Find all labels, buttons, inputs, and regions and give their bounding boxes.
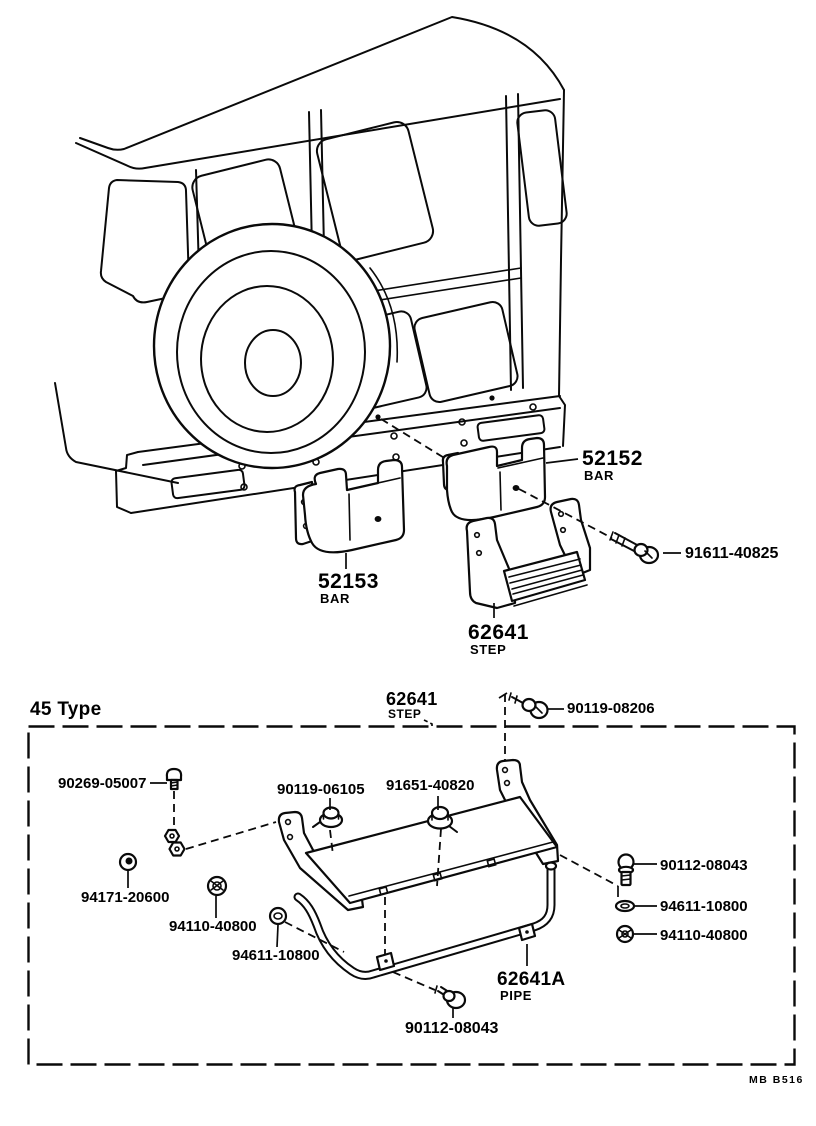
part-label-94611-10800-right: 94611-10800 bbox=[660, 898, 748, 915]
part-sublabel-step-upper: STEP bbox=[470, 642, 507, 657]
type-45-boundary-box bbox=[27, 725, 796, 1066]
part-label-62641a: 62641A bbox=[497, 969, 566, 990]
upper-dashed-lines bbox=[380, 418, 613, 539]
pipe-clamp bbox=[375, 922, 537, 972]
bolt-icon-90112-08043-right bbox=[617, 853, 635, 887]
spare-tire bbox=[152, 222, 399, 470]
section-title-45-type: 45 Type bbox=[30, 699, 102, 720]
part-label-91611-40825: 91611-40825 bbox=[685, 545, 779, 562]
bolt-icon-91651-40820 bbox=[426, 805, 458, 833]
washer-icon-94611-10800-right bbox=[614, 899, 636, 913]
part-label-94110-40800-left: 94110-40800 bbox=[169, 918, 257, 935]
bolt-icon-90112-08043-bottom bbox=[434, 985, 467, 1010]
part-label-94110-40800-right: 94110-40800 bbox=[660, 927, 748, 944]
step-assembly-45type bbox=[277, 758, 560, 912]
washer-icon-94611-10800-left bbox=[268, 906, 288, 926]
part-label-94611-10800-left: 94611-10800 bbox=[232, 947, 320, 964]
page-code: MB B516 bbox=[749, 1074, 804, 1086]
part-label-52152: 52152 bbox=[582, 447, 643, 470]
part-sublabel-pipe: PIPE bbox=[500, 988, 533, 1003]
part-label-62641-upper: 62641 bbox=[468, 621, 529, 644]
washer-icon-94110-40800-right bbox=[615, 924, 635, 944]
part-sublabel-step-box: STEP bbox=[388, 707, 422, 721]
bar-bracket-52152 bbox=[441, 436, 547, 522]
pipe-62641a-art bbox=[293, 861, 558, 980]
nut-icon-94171-20600 bbox=[118, 852, 138, 872]
washer-icon-94110-40800-left bbox=[206, 875, 228, 897]
part-label-94171-20600: 94171-20600 bbox=[81, 889, 170, 906]
part-label-90119-08206: 90119-08206 bbox=[567, 700, 655, 717]
mount-hole-dot bbox=[489, 395, 495, 401]
part-label-91651-40820: 91651-40820 bbox=[386, 777, 475, 794]
bar-bracket-52153 bbox=[293, 458, 406, 554]
vehicle-body bbox=[54, 16, 568, 484]
part-label-90112-08043-bottom: 90112-08043 bbox=[405, 1020, 499, 1037]
part-sublabel-bar-left: BAR bbox=[320, 591, 350, 606]
upper-leader-lines bbox=[345, 458, 681, 618]
part-label-90119-06105: 90119-06105 bbox=[277, 781, 365, 798]
stud-icon-90269-05007 bbox=[165, 767, 183, 791]
step-62641-upper bbox=[465, 497, 592, 610]
part-label-90269-05007: 90269-05007 bbox=[58, 775, 147, 792]
part-label-62641-box: 62641 bbox=[386, 689, 438, 709]
part-sublabel-bar-right: BAR bbox=[584, 468, 614, 483]
bolt-icon-90119-06105 bbox=[312, 806, 344, 829]
part-label-90112-08043-right: 90112-08043 bbox=[660, 857, 748, 874]
nut-pair-icon bbox=[163, 828, 186, 857]
lower-leader-lines bbox=[127, 708, 657, 1018]
bolt-icon-91611-40825 bbox=[609, 531, 660, 565]
lower-dashed-lines bbox=[173, 692, 619, 991]
bolt-icon-90119-08206 bbox=[508, 692, 549, 720]
mount-hole-dot bbox=[375, 414, 381, 420]
part-label-52153: 52153 bbox=[318, 570, 379, 593]
